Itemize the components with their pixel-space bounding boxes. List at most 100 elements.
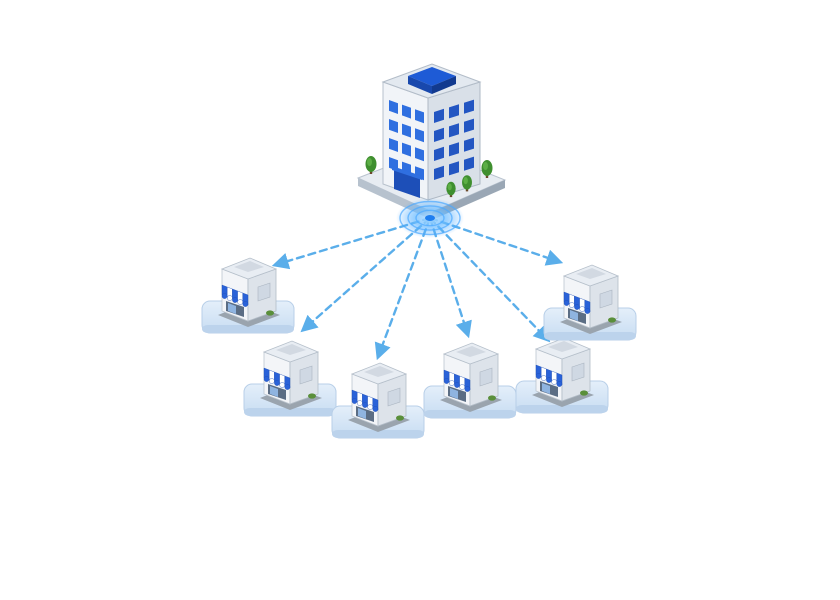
pulse-ring: [415, 209, 445, 227]
awning-scallop: [574, 304, 580, 310]
storefront-icon: [243, 340, 337, 417]
storefront-icon: [331, 362, 425, 439]
store-glass: [450, 388, 458, 399]
awning-scallop: [268, 378, 275, 384]
hub-entrance-canopy: [392, 166, 422, 180]
awning-scallop: [274, 380, 280, 386]
window: [415, 147, 424, 162]
hub-roof-unit: [408, 67, 456, 86]
awning-scallop: [237, 299, 244, 305]
store-tile-edge: [202, 325, 294, 333]
awning-scallop: [356, 400, 363, 406]
window: [449, 142, 459, 157]
pulse-ring: [407, 205, 453, 231]
store-roof-unit: [456, 346, 486, 357]
awning-scallop: [242, 301, 249, 307]
connection-arrow: [300, 216, 432, 333]
store-tile-edge: [332, 430, 424, 438]
storefront-icon: [423, 342, 517, 419]
pulse-core: [425, 215, 435, 221]
store-tile-edge: [244, 408, 336, 416]
store-side-window: [599, 289, 613, 309]
awning-scallop: [232, 297, 238, 303]
window: [464, 118, 474, 133]
awning-scallop: [459, 384, 466, 390]
window: [389, 138, 398, 152]
window: [449, 161, 459, 176]
store-roof-unit: [234, 261, 264, 272]
tree-icon: [365, 156, 377, 174]
store-roof-unit: [548, 341, 578, 352]
shrub: [488, 395, 496, 401]
store-glass: [570, 310, 578, 321]
tree-icon: [462, 175, 472, 192]
store-tile-edge: [424, 410, 516, 418]
storefront-icon: [543, 264, 637, 341]
store-tile-edge: [516, 405, 608, 413]
hub-roof-unit-side: [408, 76, 432, 94]
window: [464, 137, 474, 152]
store-glass: [228, 303, 236, 314]
awning-scallop: [372, 406, 379, 412]
store-roof-unit: [576, 268, 606, 279]
awning-scallop: [362, 402, 368, 408]
pulse-ring: [399, 200, 461, 236]
store-side-window: [387, 387, 401, 407]
awning-scallop: [540, 375, 547, 381]
awning-scallop: [263, 376, 270, 382]
store-nodes: [201, 257, 637, 439]
awning-scallop: [367, 404, 374, 410]
awning-scallop: [279, 382, 286, 388]
connection-arrow: [374, 216, 432, 361]
awning-scallop: [568, 302, 575, 308]
shrub: [580, 390, 588, 396]
hub-roof-unit-side2: [432, 76, 456, 94]
store-tile-edge: [544, 332, 636, 340]
store-roof-unit: [364, 366, 394, 377]
shrub: [266, 310, 274, 316]
window: [402, 142, 411, 157]
window: [434, 127, 444, 142]
awning-scallop: [584, 308, 591, 314]
awning-scallop: [454, 382, 460, 388]
window: [402, 104, 411, 119]
tree-icon: [446, 181, 456, 198]
connection-arrow: [428, 216, 472, 339]
connection-arrow: [428, 216, 551, 343]
awning-scallop: [464, 386, 471, 392]
window: [415, 128, 424, 143]
window: [449, 104, 459, 119]
storefront-icon: [201, 257, 295, 334]
window: [389, 119, 398, 133]
store-glass: [270, 386, 278, 397]
awning-scallop: [221, 293, 228, 299]
store-glass: [358, 408, 366, 419]
awning-scallop: [284, 384, 291, 390]
store-glass: [542, 383, 550, 394]
signal-pulse-icon: [396, 198, 464, 238]
store-roof-unit: [276, 344, 306, 355]
store-side-window: [257, 282, 271, 302]
store-side-window: [299, 365, 313, 385]
window: [389, 100, 398, 114]
window: [434, 108, 444, 123]
awning-scallop: [556, 381, 563, 387]
storefront-icon: [515, 337, 609, 414]
store-side-window: [479, 367, 493, 387]
awning-scallop: [448, 380, 455, 386]
window: [434, 165, 444, 180]
connection-arrows: [271, 216, 564, 361]
window: [434, 146, 444, 161]
window: [402, 123, 411, 138]
awning-scallop: [535, 373, 542, 379]
awning-scallop: [226, 295, 233, 301]
awning-scallop: [351, 398, 358, 404]
tree-icon: [481, 160, 493, 178]
awning-scallop: [546, 377, 552, 383]
awning-scallop: [443, 378, 450, 384]
awning-scallop: [563, 300, 570, 306]
window: [449, 123, 459, 138]
store-side-window: [571, 362, 585, 382]
